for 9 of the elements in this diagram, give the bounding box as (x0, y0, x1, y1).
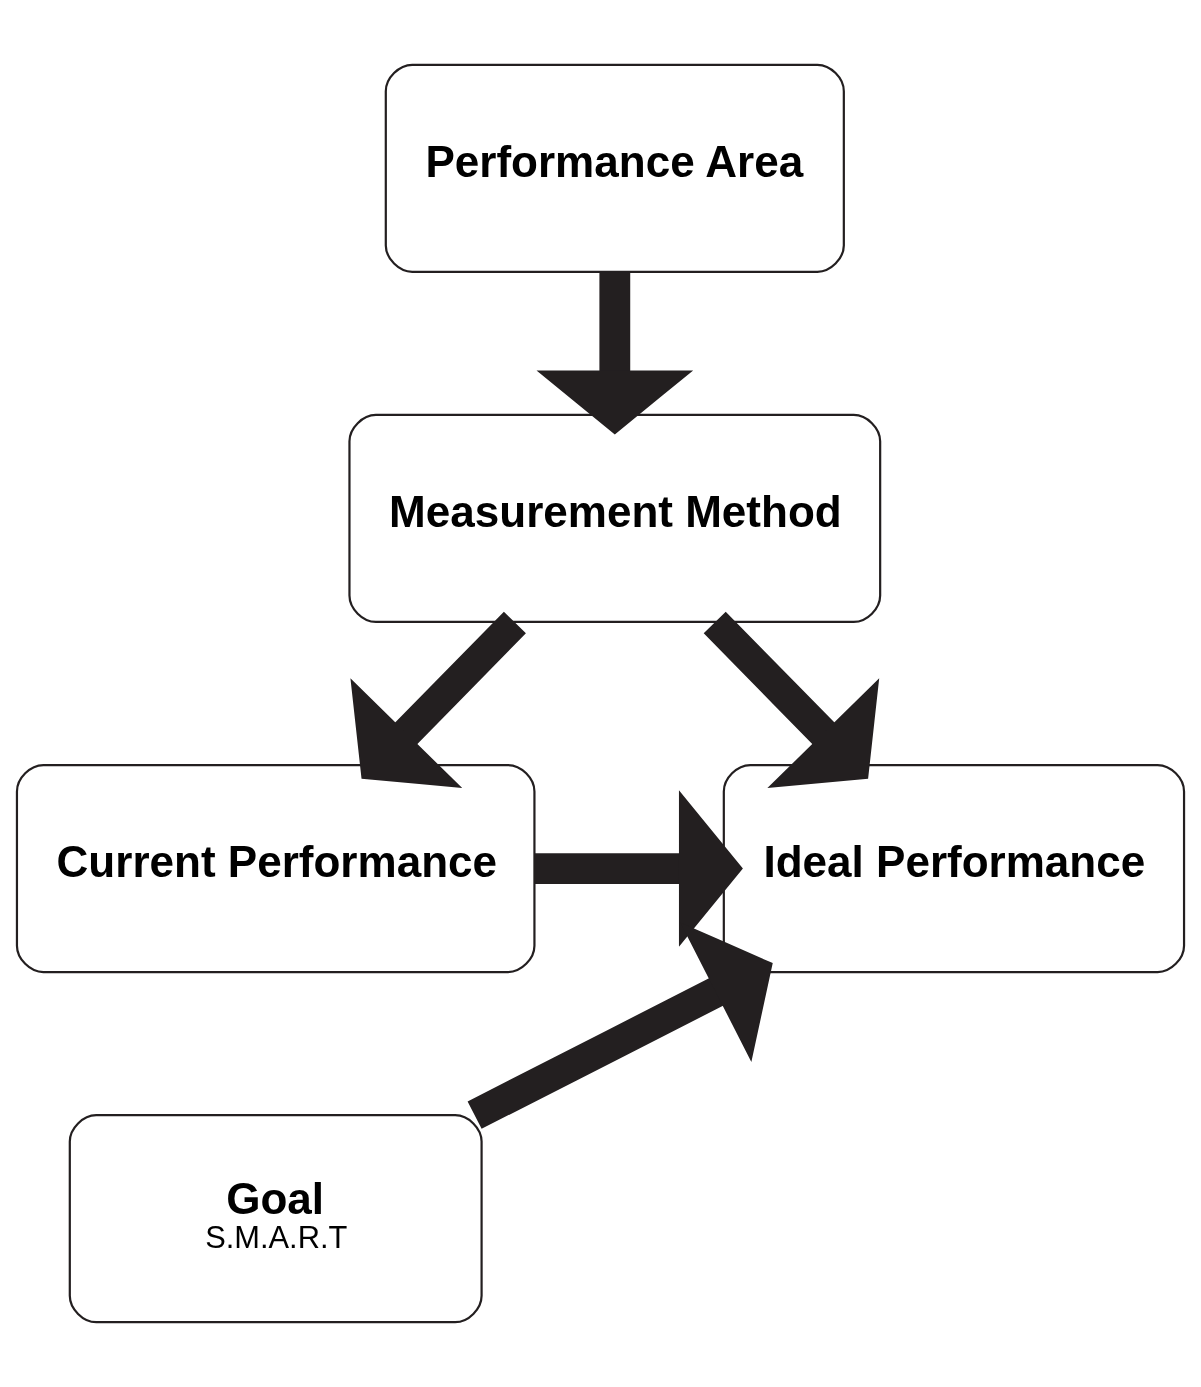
arrow (536, 272, 694, 435)
node-box: Performance Area (384, 63, 845, 273)
arrow (703, 611, 880, 788)
node-box: Goal S.M.A.R.T (68, 1114, 483, 1324)
arrow (534, 790, 743, 947)
node-box: Measurement Method (348, 413, 882, 624)
node-box: Ideal Performance (722, 763, 1186, 974)
arrow (350, 611, 526, 788)
node-box: Current Performance (15, 763, 536, 974)
